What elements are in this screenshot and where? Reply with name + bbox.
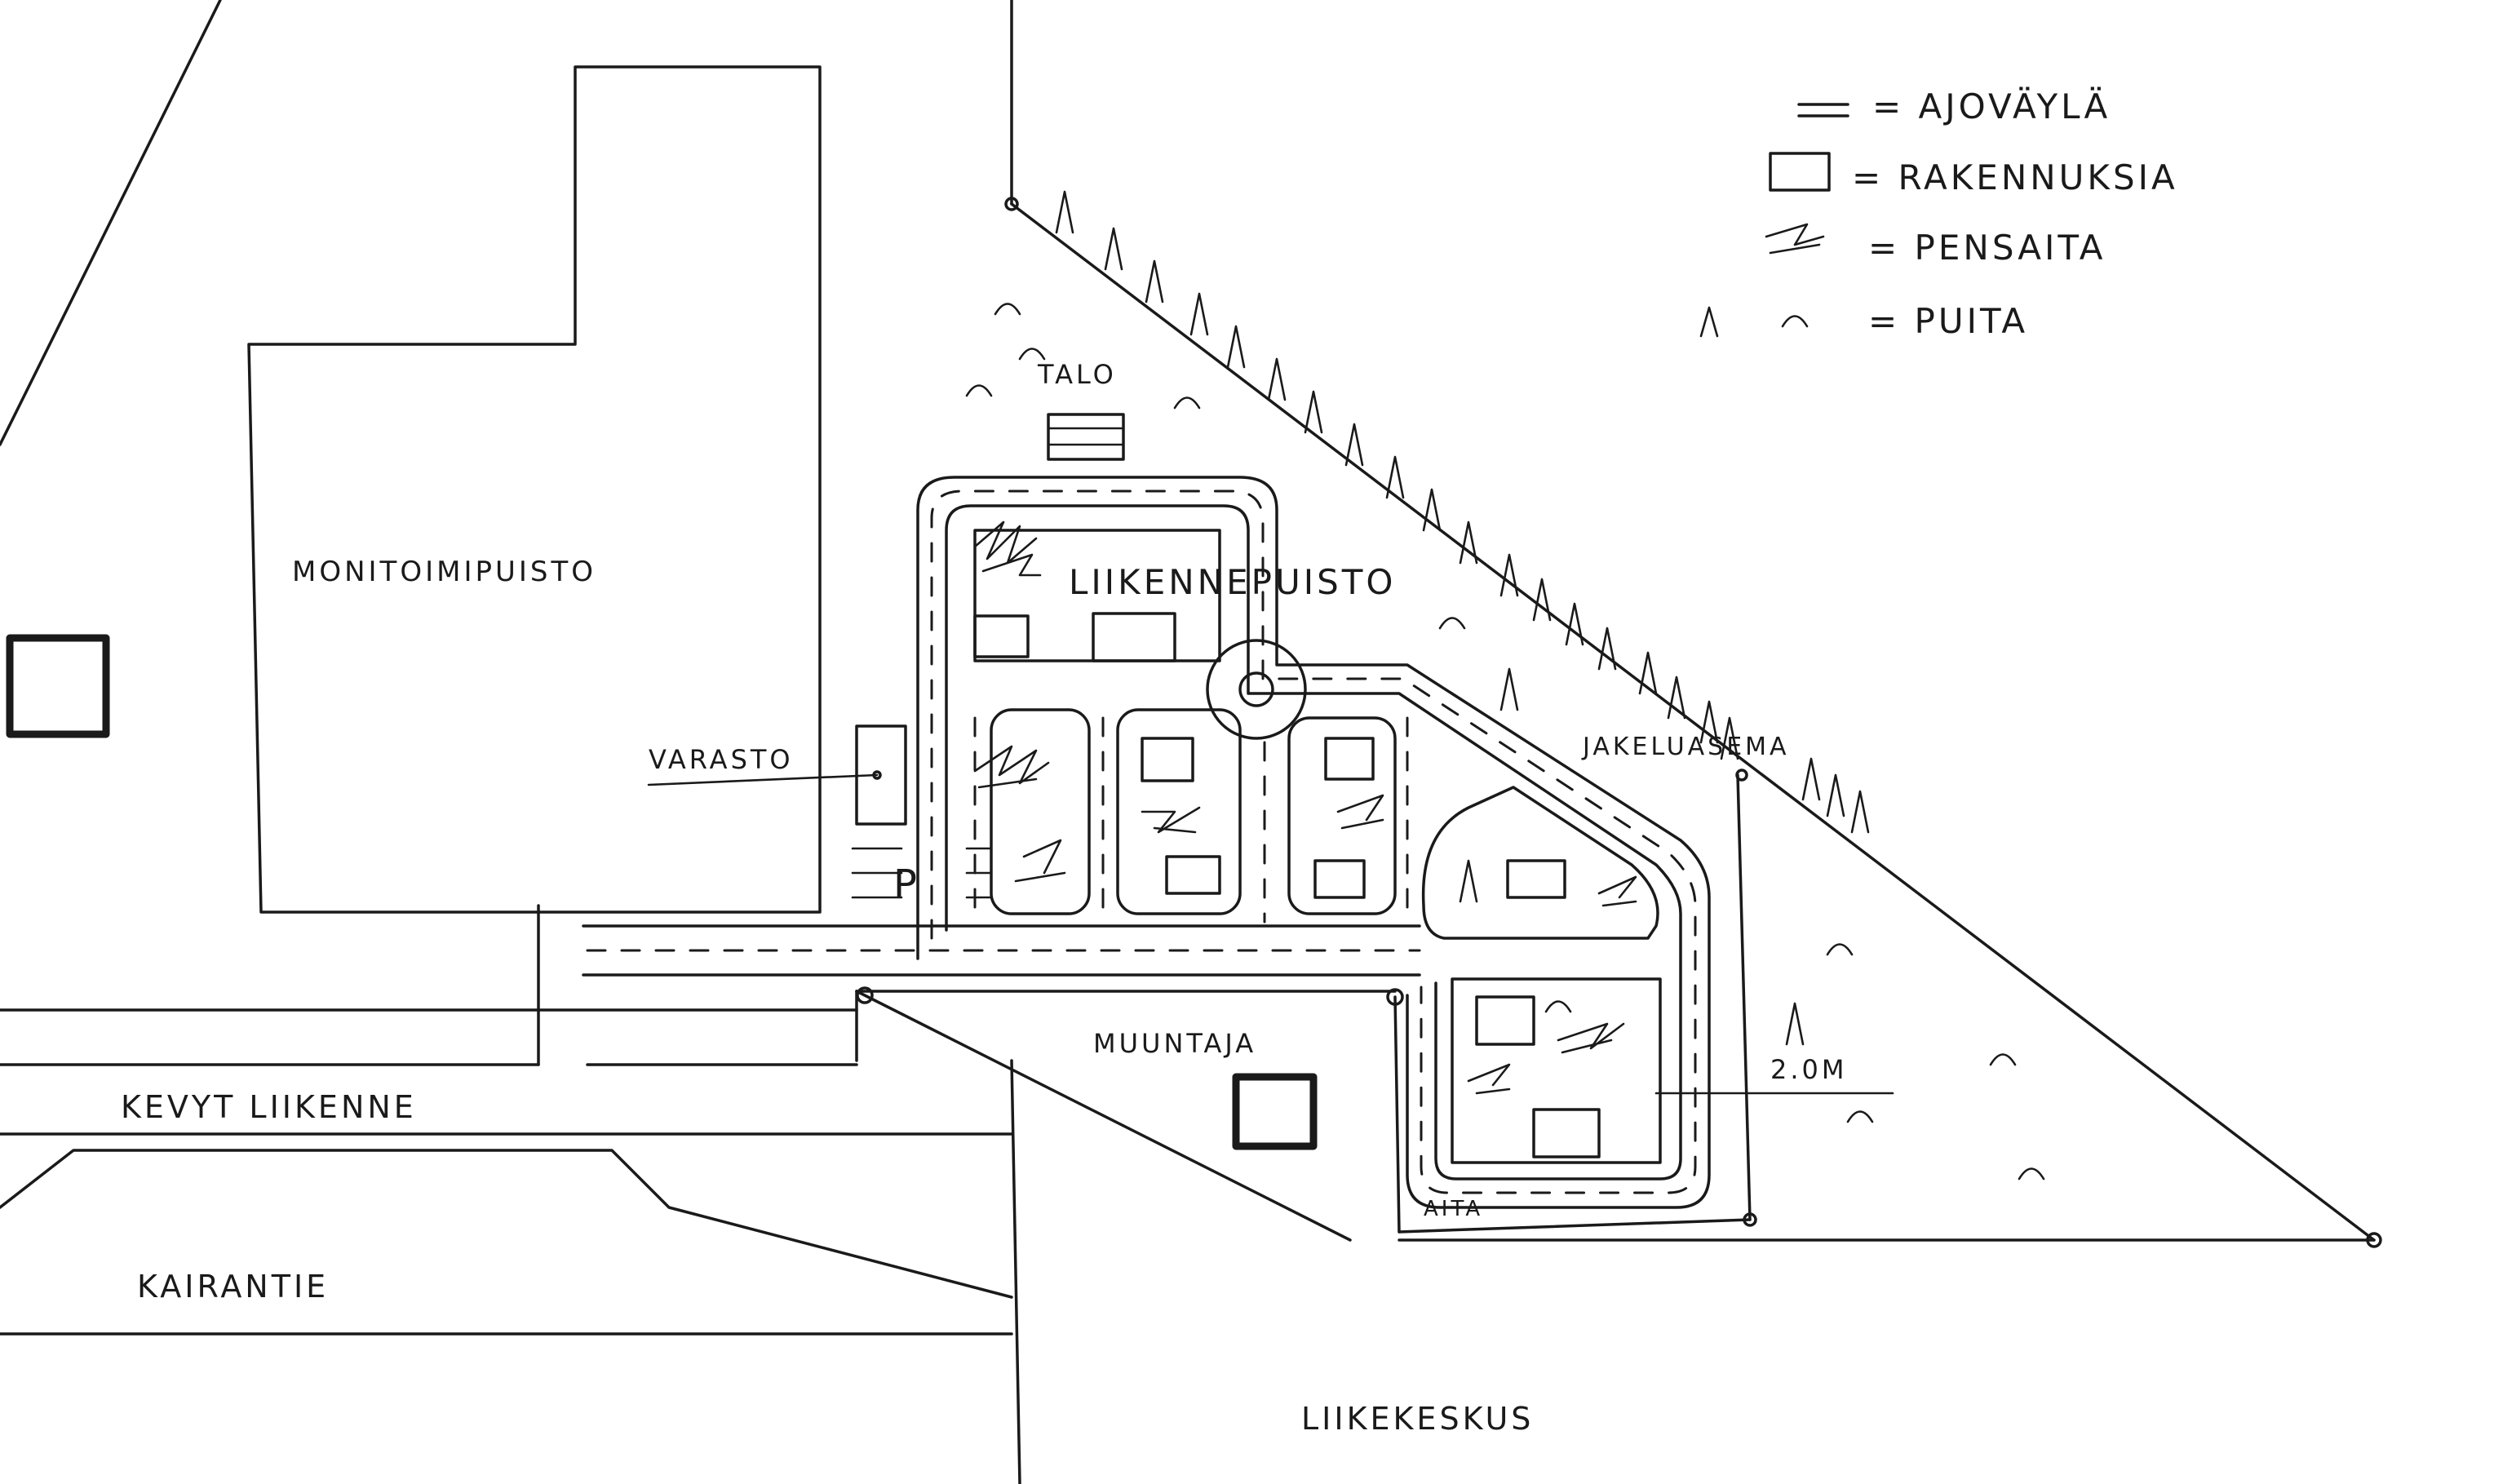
house-building (1047, 413, 1125, 461)
trees (965, 190, 2045, 1181)
label-height: 2.0M (1770, 1054, 1848, 1085)
legend-driveway: = AJOVÄYLÄ (1872, 86, 2111, 126)
site-linework (0, 0, 2382, 1484)
legend-buildings: = RAKENNUKSIA (1852, 157, 2178, 197)
label-parking: P (893, 862, 920, 907)
label-fence: AITA (1424, 1197, 1483, 1221)
traffic-park-roads (582, 476, 1711, 1209)
label-house: TALO (1037, 359, 1117, 390)
label-transformer: MUUNTAJA (1093, 1028, 1256, 1059)
legend-shrubs: = PENSAITA (1868, 228, 2106, 268)
legend-trees: = PUITA (1868, 301, 2028, 341)
label-storage: VARASTO (649, 744, 794, 775)
label-traffic-park: LIIKENNEPUISTO (1069, 562, 1396, 602)
label-light-traffic: KEVYT LIIKENNE (121, 1089, 417, 1125)
label-motocross-park: MONITOIMIPUISTO (292, 556, 596, 588)
legend-symbols (1699, 103, 1849, 338)
buildings (855, 413, 1601, 1158)
shrubs (973, 521, 1637, 1095)
transformer-building (1232, 1073, 1318, 1150)
motocross-park-area (247, 65, 822, 914)
label-distribution-station: JAKELUASEMA (1581, 733, 1790, 761)
label-road: KAIRANTIE (137, 1269, 329, 1305)
label-shopping-center: LIIKEKESKUS (1301, 1401, 1534, 1437)
small-building-left (6, 634, 110, 738)
